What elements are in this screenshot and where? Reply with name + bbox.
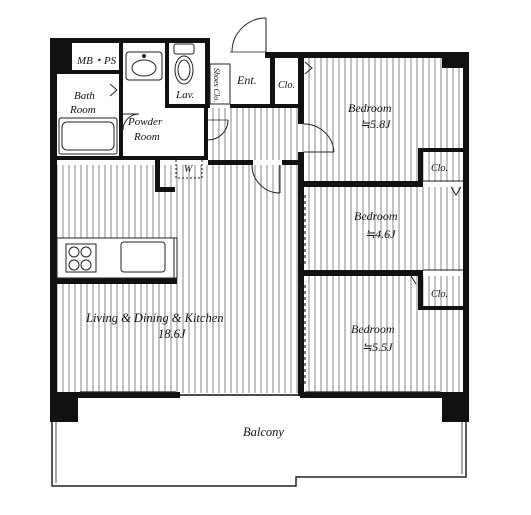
closet-doors <box>272 61 463 285</box>
washer-label: W <box>184 164 194 175</box>
bedroom3-closet-label: Clo. <box>431 289 448 300</box>
bedroom2-name: Bedroom <box>354 209 398 223</box>
bath-room-label-2: Room <box>69 104 96 116</box>
lav-label: Lav. <box>175 89 194 101</box>
room-labels: MB・PS Bath Room Powder Room Lav. Shoes C… <box>69 55 448 439</box>
floor-hatching <box>57 58 463 393</box>
balcony-label: Balcony <box>243 425 284 439</box>
bedroom3-name: Bedroom <box>351 322 395 336</box>
ldk-name: Living & Dining & Kitchen <box>85 311 224 325</box>
mbps-label: MB・PS <box>76 55 117 67</box>
entrance-closet-label: Clo. <box>278 80 295 91</box>
entrance-label: Ent. <box>236 73 257 87</box>
balcony-outline <box>51 398 467 487</box>
fixtures <box>56 43 231 279</box>
powder-room-label-1: Powder <box>127 116 163 128</box>
bedroom1-closet-label: Clo. <box>431 163 448 174</box>
bath-room-label-1: Bath <box>74 90 95 102</box>
bedroom2-size: ≒4.6J <box>365 227 396 241</box>
doors <box>122 17 335 194</box>
bedroom3-size: ≒5.5J <box>362 340 393 354</box>
shoes-closet-label: Shoes Clo. <box>212 68 221 102</box>
sliding-door-tracks <box>80 195 440 393</box>
walls <box>50 38 469 422</box>
bedroom1-size: ≒5.8J <box>360 117 391 131</box>
ldk-size: 18.6J <box>158 327 187 341</box>
powder-room-label-2: Room <box>133 131 160 143</box>
bedroom1-name: Bedroom <box>348 101 392 115</box>
